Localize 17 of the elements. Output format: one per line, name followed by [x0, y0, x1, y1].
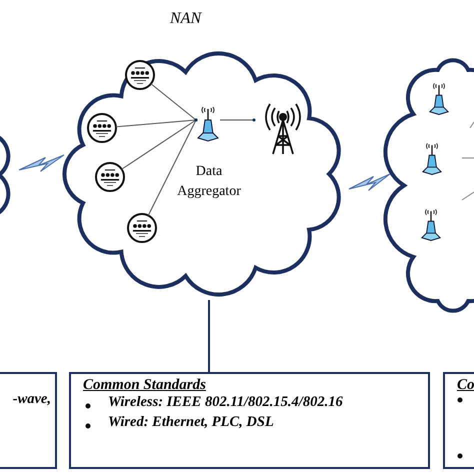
- connector-line: [115, 118, 198, 128]
- connector-line: [148, 118, 198, 216]
- bullet-item: Wireless: IEEE 802.11/802.15.4/802.16: [108, 394, 343, 411]
- connector-line: [208, 300, 210, 372]
- lightning-bolt: [18, 154, 64, 172]
- connector-line: [220, 118, 256, 122]
- text-box: [0, 372, 57, 469]
- connector-line: [121, 118, 198, 170]
- box-heading: Co: [457, 377, 474, 394]
- box-heading: Common Standards: [83, 377, 206, 394]
- cloud-title: NAN: [170, 10, 202, 28]
- bullet-item: Wired: Ethernet, PLC, DSL: [108, 414, 274, 431]
- connector-line: [150, 83, 198, 122]
- node-caption: Data Aggregator: [176, 163, 242, 201]
- box-heading: -wave,: [12, 391, 51, 408]
- lightning-bolt: [348, 174, 390, 191]
- text-box: [69, 372, 430, 469]
